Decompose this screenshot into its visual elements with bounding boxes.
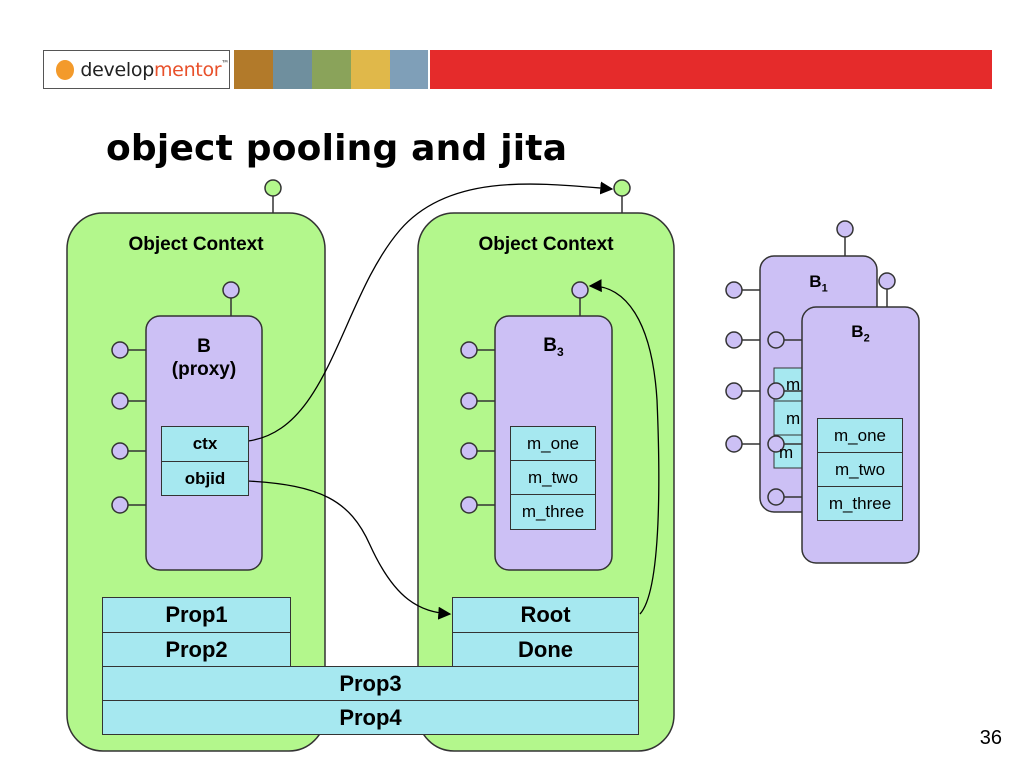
- b2-top-port: [878, 272, 896, 290]
- b3-field-m-one: m_one: [510, 426, 596, 461]
- page-number: 36: [979, 727, 1002, 749]
- header-image-3: [312, 50, 351, 89]
- b1-top-port: [836, 220, 854, 238]
- b3-interface-lollipops: [460, 341, 495, 514]
- proxy-top-port: [222, 281, 240, 299]
- proxy-label: B (proxy): [146, 335, 262, 381]
- b2-field-m-two: m_two: [817, 452, 903, 487]
- proxy-label-name: B: [197, 336, 211, 357]
- b3-label: B3: [543, 335, 564, 359]
- b1-field-fragment-2: m: [786, 409, 801, 428]
- proxy-field-ctx: ctx: [161, 426, 249, 462]
- header-image-1: [234, 50, 273, 89]
- proxy-interface-lollipops: [111, 341, 146, 514]
- b3-top-port: [571, 281, 589, 299]
- b1-interface-lollipops: [725, 281, 760, 453]
- b1-label: B1: [809, 272, 828, 295]
- objid-to-root-arrow: [247, 480, 452, 620]
- b1-field-fragment-1: m: [786, 375, 801, 394]
- b2-label: B2: [851, 322, 870, 345]
- logo-icon: [56, 59, 75, 80]
- prop4-box: Prop4: [102, 700, 639, 735]
- header-bar: [430, 50, 992, 89]
- root-box: Root: [452, 597, 639, 633]
- header-image-4: [351, 50, 390, 89]
- left-context-label: Object Context: [128, 234, 264, 255]
- header-image-2: [273, 50, 312, 89]
- proxy-field-objid: objid: [161, 461, 249, 496]
- logo: developmentor™: [43, 50, 230, 89]
- prop2-box: Prop2: [102, 632, 291, 667]
- root-to-b3-arrow: [588, 279, 660, 615]
- slide-title: object pooling and jita: [106, 128, 568, 169]
- b3-field-m-three: m_three: [510, 494, 596, 530]
- prop1-box: Prop1: [102, 597, 291, 633]
- b2-field-m-one: m_one: [817, 418, 903, 453]
- prop3-box: Prop3: [102, 666, 639, 701]
- header-image-strip: [234, 50, 428, 89]
- left-context-interface-port: [264, 179, 282, 197]
- proxy-label-note: (proxy): [171, 359, 237, 380]
- b2-interface-lollipops: [767, 331, 802, 506]
- ctx-to-context-arrow: [247, 181, 614, 442]
- b2-field-m-three: m_three: [817, 486, 903, 521]
- header-image-5: [390, 50, 428, 89]
- b3-field-m-two: m_two: [510, 460, 596, 495]
- right-context-label: Object Context: [478, 234, 614, 255]
- done-box: Done: [452, 632, 639, 667]
- b1-field-fragment-3: m: [779, 443, 794, 462]
- right-context-interface-port: [613, 179, 631, 197]
- logo-text: developmentor™: [80, 58, 229, 81]
